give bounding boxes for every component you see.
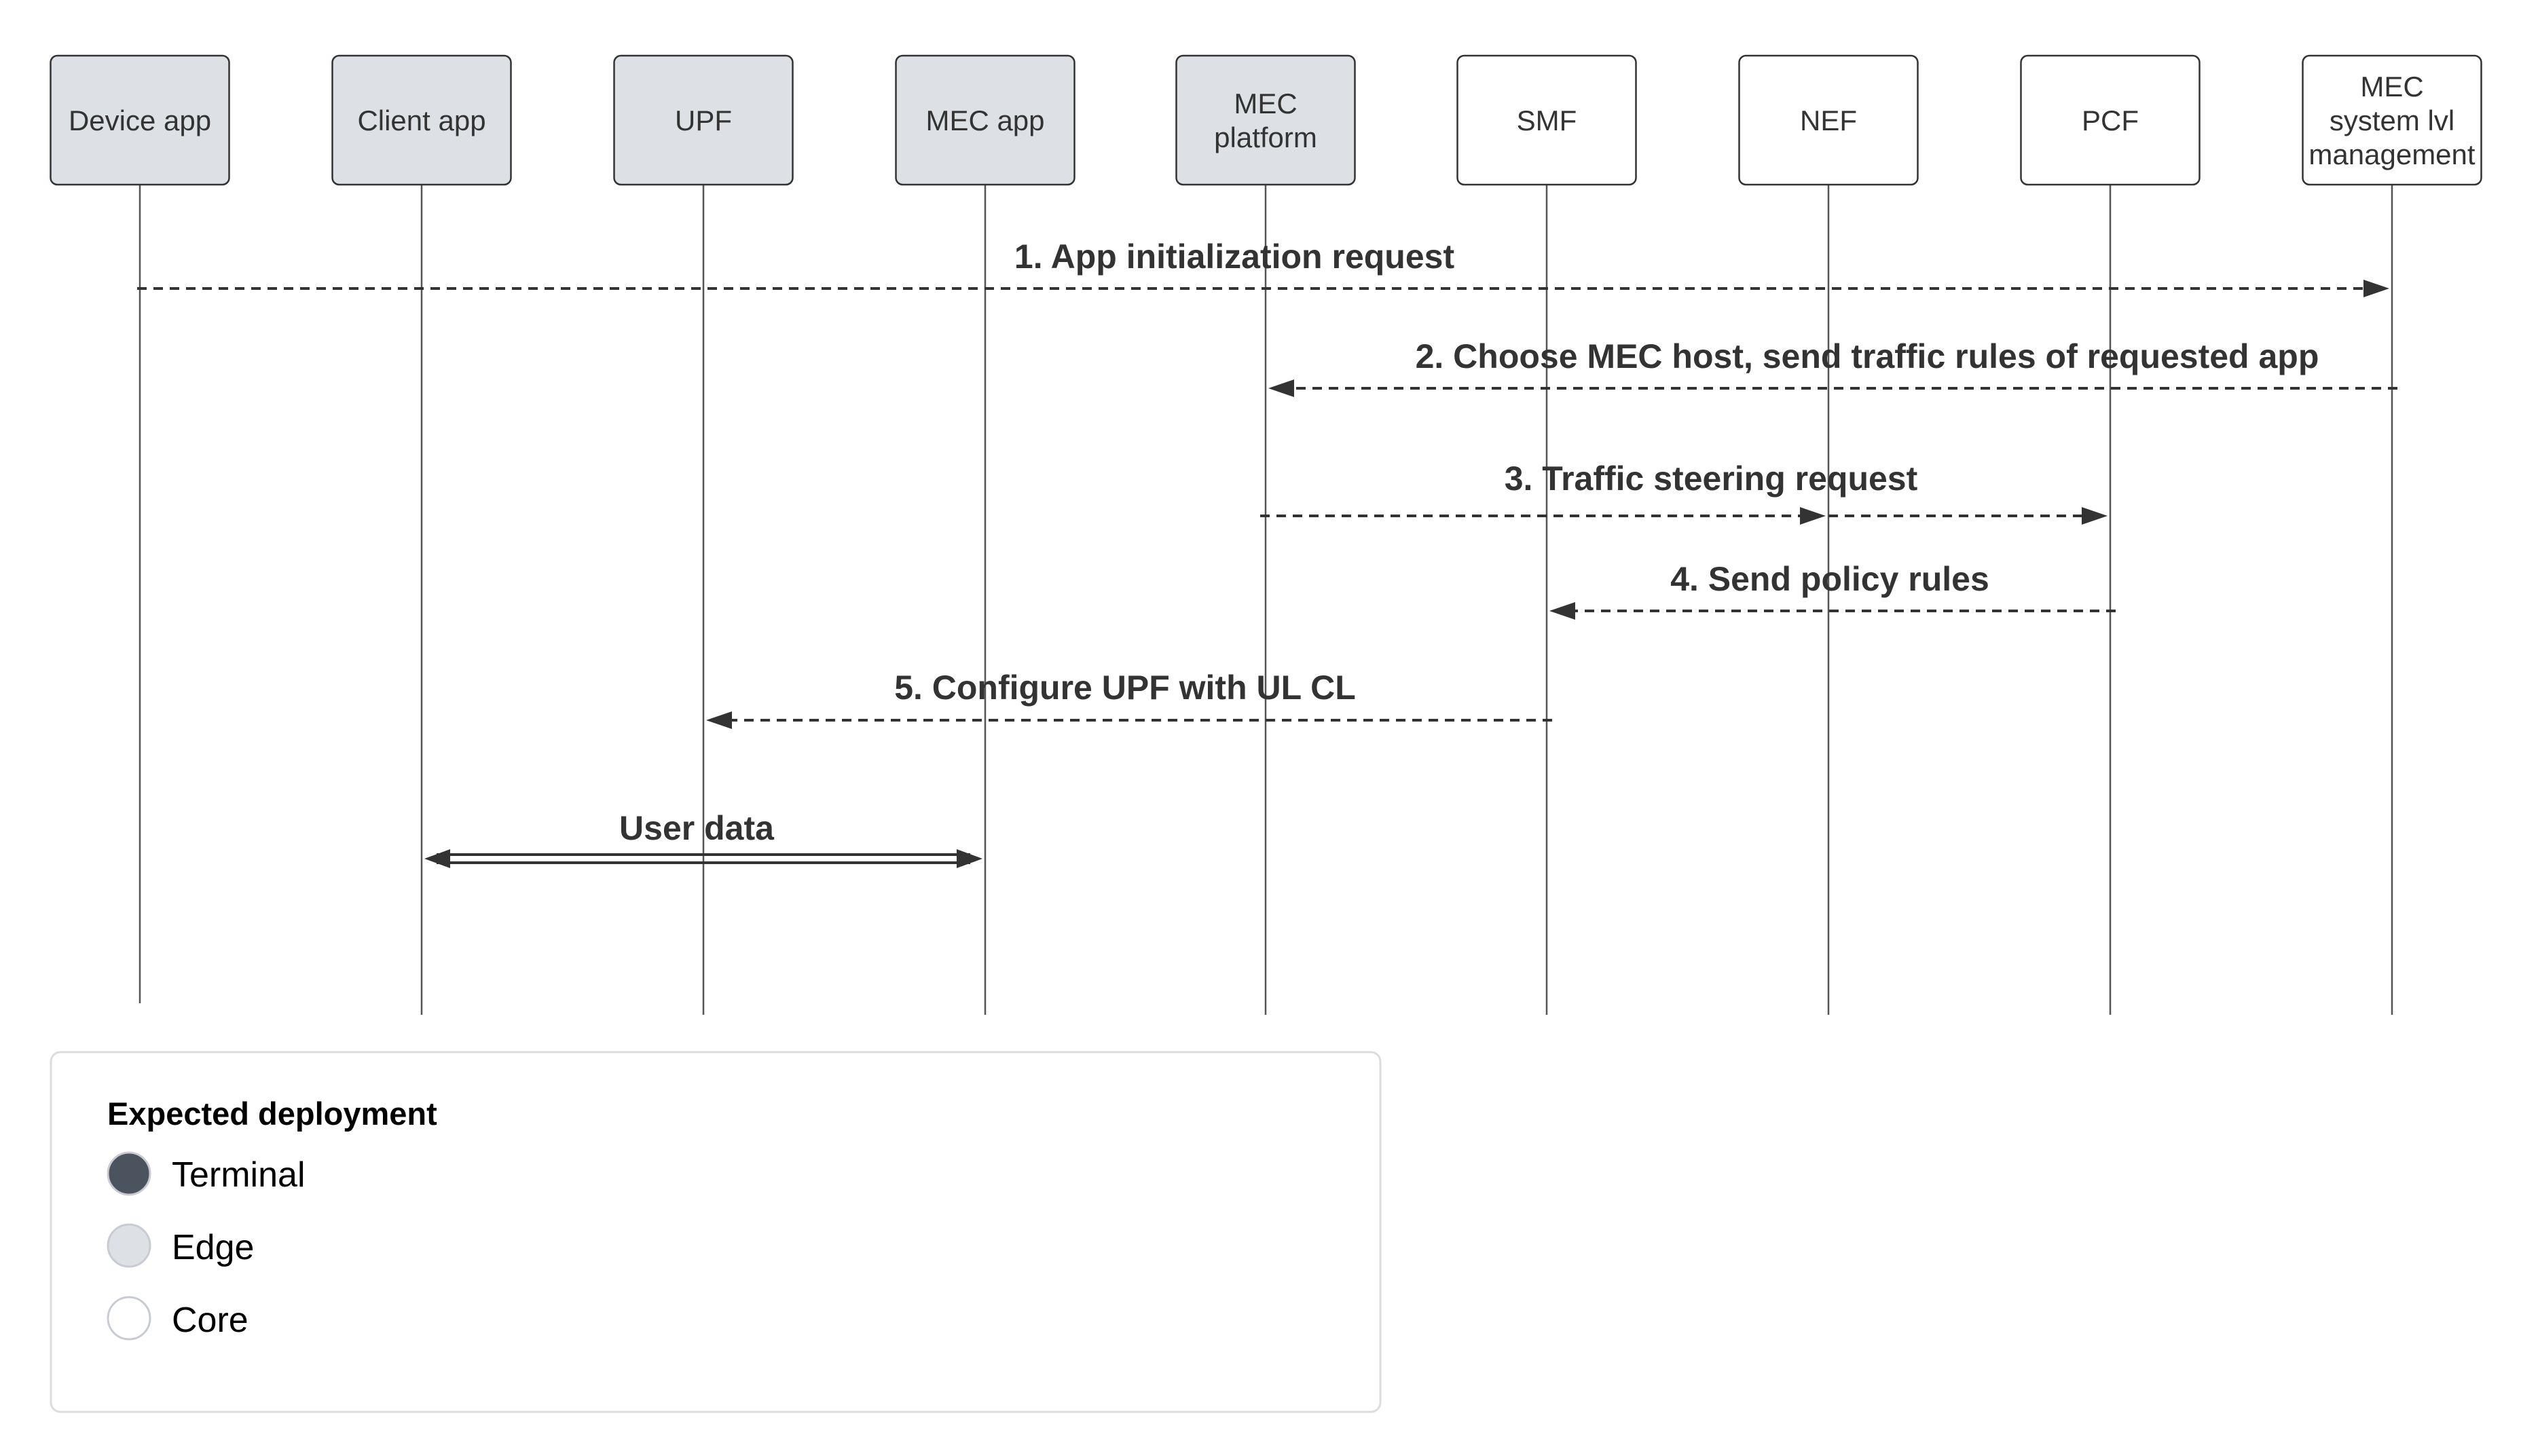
message-arrowhead	[1268, 379, 1294, 397]
legend-label-edge: Edge	[172, 1228, 254, 1267]
message-label: User data	[619, 809, 775, 847]
participant-label: MEC app	[925, 105, 1044, 136]
participant-mec-app: MEC app	[895, 54, 1075, 186]
participant-smf: SMF	[1456, 54, 1637, 186]
participant-box	[613, 54, 794, 186]
participant-box	[1456, 54, 1637, 186]
participant-box	[2020, 54, 2201, 186]
message-5: 5. Configure UPF with UL CL	[706, 669, 1552, 729]
participant-box	[895, 54, 1075, 186]
participant-label: SMF	[1517, 105, 1577, 136]
message-2: 2. Choose MEC host, send traffic rules o…	[1268, 337, 2397, 397]
message-arrowhead	[2082, 507, 2108, 525]
message-4: 4. Send policy rules	[1549, 560, 2116, 620]
message-arrowhead	[957, 849, 982, 868]
legend-swatch-core	[107, 1296, 151, 1341]
legend-label-core: Core	[172, 1301, 249, 1340]
message-arrowhead	[1800, 507, 1826, 525]
message-arrowhead	[424, 849, 450, 868]
participant-box	[50, 54, 230, 186]
participant-box	[1738, 54, 1919, 186]
legend-swatch-edge	[107, 1223, 151, 1268]
message-arrowhead	[2363, 280, 2389, 297]
participant-box	[1175, 54, 1356, 186]
legend-box	[50, 1051, 1382, 1413]
participant-label: Client app	[357, 105, 485, 136]
legend-swatch-terminal	[107, 1151, 151, 1196]
message-1: 1. App initialization request	[137, 238, 2389, 297]
participant-label: NEF	[1800, 105, 1857, 136]
message-label: 3. Traffic steering request	[1505, 460, 1918, 498]
participant-label: PCF	[2082, 105, 2139, 136]
message-label: 1. App initialization request	[1014, 238, 1455, 276]
message-label: 5. Configure UPF with UL CL	[894, 669, 1356, 707]
participant-box	[2302, 54, 2482, 186]
lifelines	[139, 185, 2393, 1015]
message-6: User data	[424, 809, 982, 868]
message-arrowhead	[1549, 602, 1575, 620]
participant-client-app: Client app	[331, 54, 512, 186]
messages: 1. App initialization request 2. Choose M…	[137, 238, 2397, 868]
message-label: 2. Choose MEC host, send traffic rules o…	[1416, 337, 2319, 375]
message-arrowhead	[706, 711, 732, 729]
participant-label: UPF	[675, 105, 732, 136]
participant-pcf: PCF	[2020, 54, 2201, 186]
message-label: 4. Send policy rules	[1670, 560, 1989, 598]
participant-device-app: Device app	[50, 54, 230, 186]
participant-label: Device app	[69, 105, 211, 136]
participant-upf: UPF	[613, 54, 794, 186]
legend-title: Expected deployment	[107, 1096, 437, 1132]
participant-nef: NEF	[1738, 54, 1919, 186]
legend: Expected deployment Terminal Edge Core	[50, 1051, 1382, 1413]
legend-label-terminal: Terminal	[172, 1155, 306, 1195]
message-3: 3. Traffic steering request	[1260, 460, 2108, 525]
participant-box	[331, 54, 512, 186]
